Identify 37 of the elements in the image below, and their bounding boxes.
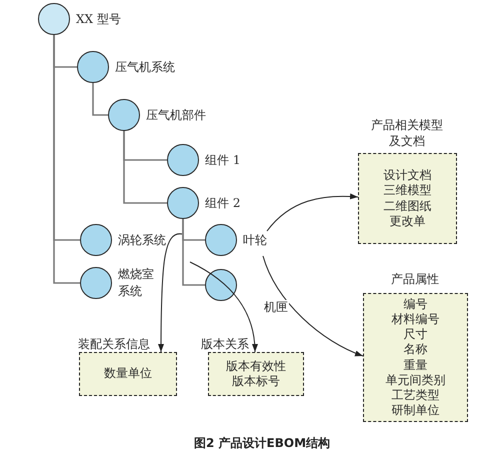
box-item: 数量单位 — [104, 366, 152, 382]
connector-line — [92, 83, 108, 116]
box-item: 尺寸 — [404, 327, 428, 342]
box-heading: 产品相关模型及文档 — [370, 117, 444, 149]
box-item: 版本有效性 — [226, 358, 286, 374]
connector-line — [182, 219, 205, 286]
curved-arrow — [262, 256, 364, 356]
box-item: 单元间类别 — [386, 372, 446, 388]
node-label: 燃烧室系统 — [118, 266, 155, 300]
node-label: 压气机系统 — [115, 58, 175, 76]
box-item: 三维模型 — [384, 183, 432, 198]
edge-label: 机匣 — [263, 300, 289, 314]
box-item: 重量 — [404, 358, 428, 373]
box-item: 设计文档 — [384, 168, 432, 184]
box-item: 版本标号 — [232, 374, 280, 390]
caption: 图2 产品设计EBOM结构 — [194, 436, 330, 450]
node-label: 组件 2 — [205, 194, 240, 212]
box-item: 编号 — [404, 296, 428, 312]
connector-line — [53, 35, 80, 284]
node-label: 压气机部件 — [146, 106, 206, 124]
node-label: 叶轮 — [243, 232, 267, 248]
box-item: 研制单位 — [392, 403, 440, 418]
box-item: 工艺类型 — [392, 388, 440, 404]
box-item: 名称 — [404, 342, 428, 358]
box-heading: 产品属性 — [390, 271, 440, 287]
node-label: 涡轮系统 — [118, 232, 166, 248]
curved-arrow — [266, 194, 358, 232]
box-heading: 版本关系 — [201, 336, 249, 352]
curved-arrow — [190, 262, 258, 352]
curved-arrow — [158, 233, 182, 352]
connector-line — [123, 131, 167, 204]
box-heading: 装配关系信息 — [78, 336, 150, 352]
node-label: XX 型号 — [76, 10, 121, 28]
box-item: 二维图纸 — [384, 198, 432, 214]
box-item: 材料编号 — [392, 312, 440, 328]
node-label: 组件 1 — [205, 152, 240, 168]
box-item: 更改单 — [390, 214, 426, 229]
